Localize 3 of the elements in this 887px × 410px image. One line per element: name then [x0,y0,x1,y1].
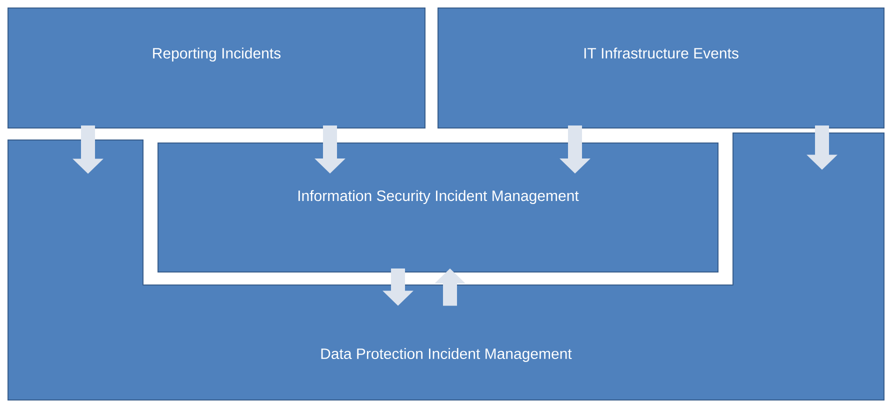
process-box: IT Infrastructure Events [438,8,884,128]
process-box: Information Security Incident Management [158,142,718,272]
process-box: Reporting Incidents [8,8,426,128]
